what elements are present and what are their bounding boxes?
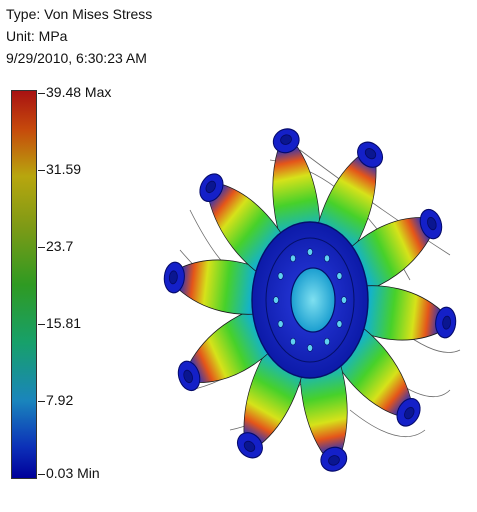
legend-max-label: 39.48 Max [46, 84, 112, 100]
bolt-hole [324, 337, 330, 346]
result-timestamp-label: 9/29/2010, 6:30:23 AM [6, 50, 147, 66]
legend-tick-label-3: 15.81 [46, 315, 82, 331]
legend-min-label: 0.03 Min [46, 465, 100, 481]
result-type-label: Type: Von Mises Stress [6, 6, 153, 22]
hub [251, 221, 369, 379]
legend-tick-label-4: 7.92 [46, 392, 74, 408]
bolt-hole [307, 344, 313, 352]
bolt-hole [273, 296, 279, 304]
bolt-hole [324, 254, 330, 263]
hub-bolt-holes [273, 248, 347, 352]
stress-model-view[interactable] [150, 90, 470, 510]
bolt-hole [290, 254, 296, 263]
legend-tick-label-2: 23.7 [46, 238, 74, 254]
legend-tick-1 [38, 170, 45, 171]
color-legend-bar [11, 90, 37, 479]
bolt-hole [290, 337, 296, 346]
bolt-hole [277, 272, 284, 280]
legend-tick-4 [38, 401, 45, 402]
legend-tick-min [38, 474, 45, 475]
bolt-hole [307, 248, 313, 256]
bolt-hole [336, 272, 343, 280]
legend-tick-2 [38, 247, 45, 248]
result-unit-label: Unit: MPa [6, 28, 68, 44]
legend-tick-label-1: 31.59 [46, 161, 82, 177]
legend-tick-max [38, 93, 45, 94]
bolt-hole [341, 296, 347, 304]
result-header: Type: Von Mises Stress Unit: MPa 9/29/20… [6, 3, 152, 69]
bolt-hole [336, 320, 343, 328]
bolt-hole [277, 320, 284, 328]
legend-tick-3 [38, 324, 45, 325]
